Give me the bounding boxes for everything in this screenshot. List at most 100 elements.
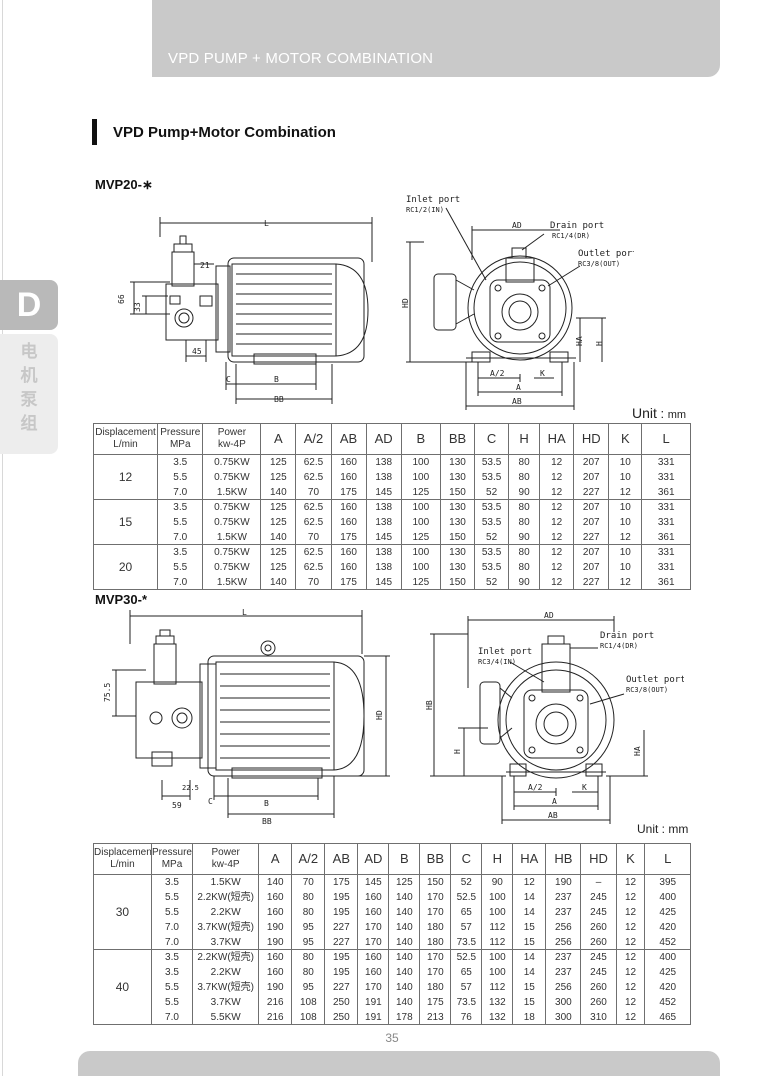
table-cell: 112	[481, 979, 514, 995]
table-cell: 12	[615, 949, 646, 965]
table-cell: 12	[539, 454, 575, 470]
table-cell: 62.5	[295, 559, 332, 575]
table-cell: 256	[545, 934, 582, 950]
col-header: A/2	[291, 843, 326, 875]
table-cell: 245	[580, 964, 617, 980]
table-cell: 53.5	[474, 499, 510, 515]
col-header: BB	[419, 843, 452, 875]
table-cell: 12	[615, 874, 646, 890]
table-cell: 207	[573, 499, 610, 515]
table-cell: 2.2KW	[192, 964, 260, 980]
table-cell: 3.7KW(短壳)	[192, 979, 260, 995]
table-cell: 160	[357, 949, 390, 965]
table-cell: 207	[573, 454, 610, 470]
table-cell: 331	[641, 469, 691, 485]
table-cell: 3.7KW(短壳)	[192, 919, 260, 935]
table-cell: 331	[641, 499, 691, 515]
table-cell: 100	[481, 964, 514, 980]
table-cell: 80	[508, 559, 541, 575]
table-cell: 150	[439, 529, 476, 545]
table-cell: 12	[608, 529, 643, 545]
table-cell: 52.5	[450, 889, 483, 905]
table-cell: 125	[400, 484, 441, 500]
table-cell: 140	[260, 529, 297, 545]
chapter-tab-letter[interactable]: D	[0, 280, 58, 330]
table-cell: 15	[512, 919, 547, 935]
table-cell: 62.5	[295, 469, 332, 485]
displacement-cell: 40	[93, 949, 152, 1025]
dim-hd: HD	[375, 710, 384, 720]
table-cell: 80	[508, 544, 541, 560]
table-cell: 108	[291, 994, 326, 1010]
table-cell: 130	[439, 559, 476, 575]
table-cell: 2.2KW(短壳)	[192, 949, 260, 965]
table-cell: 175	[330, 529, 367, 545]
col-header: AD	[357, 843, 390, 875]
dim-hd: HD	[401, 298, 410, 308]
table-cell: 70	[295, 484, 332, 500]
table-cell: 90	[481, 874, 514, 890]
table-cell: 12	[539, 544, 575, 560]
table-cell: 190	[545, 874, 582, 890]
table-cell: 73.5	[450, 994, 483, 1010]
table-cell: 150	[419, 874, 452, 890]
table-cell: 125	[260, 499, 297, 515]
table-cell: 52	[474, 574, 510, 590]
header-banner: VPD PUMP + MOTOR COMBINATION	[152, 0, 720, 77]
chapter-tab-name[interactable]: 电 机 泵 组	[0, 334, 58, 454]
table-cell: 207	[573, 559, 610, 575]
table-cell: 3.5	[150, 874, 194, 890]
table-cell: 260	[580, 979, 617, 995]
dim-c: C	[208, 797, 213, 806]
table-cell: 160	[258, 904, 293, 920]
table-cell: 10	[608, 544, 643, 560]
table-cell: 130	[439, 469, 476, 485]
table-cell: 80	[291, 889, 326, 905]
table-cell: 12	[615, 979, 646, 995]
table-cell: 73.5	[450, 934, 483, 950]
table-cell: 125	[260, 559, 297, 575]
table-cell: 80	[291, 904, 326, 920]
displacement-cell: 30	[93, 874, 152, 950]
table-cell: 191	[357, 1009, 390, 1025]
table-cell: 140	[388, 964, 421, 980]
table-cell: 12	[608, 484, 643, 500]
table-cell: 175	[330, 484, 367, 500]
table-cell: 125	[260, 514, 297, 530]
table-cell: 7.0	[150, 919, 194, 935]
unit-label: Unit	[632, 405, 657, 421]
table-cell: 132	[481, 994, 514, 1010]
table-cell: 12	[615, 904, 646, 920]
table-cell: 227	[573, 574, 610, 590]
table-cell: 170	[419, 949, 452, 965]
dim-22-5: 22.5	[182, 784, 199, 792]
table-cell: 195	[324, 904, 359, 920]
table-cell: 12	[608, 574, 643, 590]
table-cell: 125	[260, 544, 297, 560]
table-cell: 80	[508, 454, 541, 470]
table-cell: 3.5	[157, 454, 204, 470]
mvp30-drain-code: RC1/4(DR)	[600, 642, 638, 650]
dim-33: 33	[133, 302, 142, 312]
table-cell: 130	[439, 499, 476, 515]
dim-l: L	[264, 219, 269, 228]
col-header: H	[508, 423, 541, 455]
col-header: H	[481, 843, 514, 875]
chapter-char: 电	[20, 342, 38, 362]
dim-66: 66	[117, 294, 126, 304]
table-cell: 62.5	[295, 454, 332, 470]
table-cell: 90	[508, 574, 541, 590]
col-header: A/2	[295, 423, 332, 455]
